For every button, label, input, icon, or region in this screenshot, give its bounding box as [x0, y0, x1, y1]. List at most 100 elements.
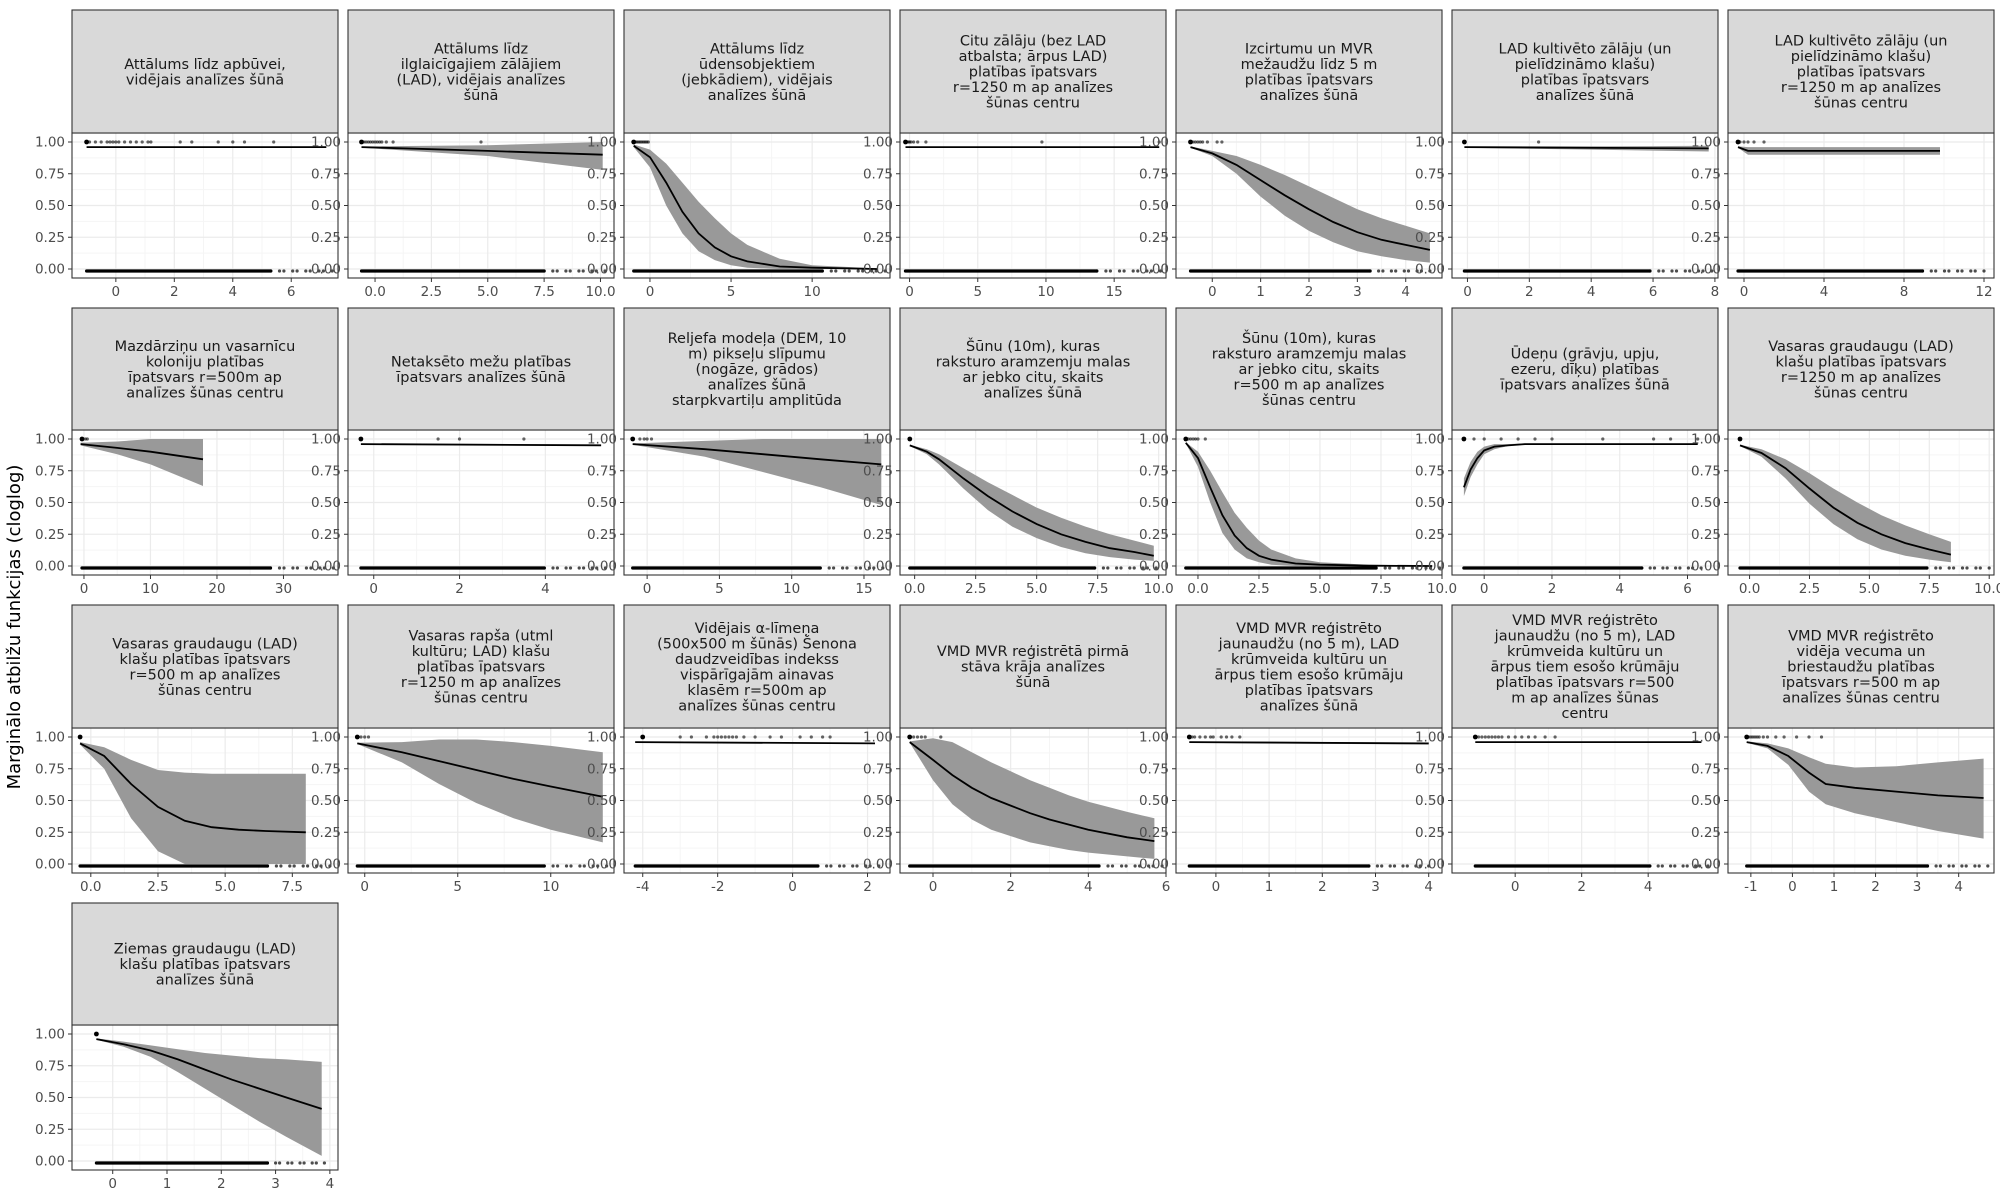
facet-panel: Ūdeņu (grāvju, upju,ezeru, dīķu) platība… [1415, 307, 1719, 597]
absence-point [278, 1161, 282, 1165]
strip-label: analīzes šūnā [1536, 88, 1635, 104]
strip-label: ar jebko citu, skaits [963, 370, 1104, 386]
absence-point [1147, 864, 1151, 868]
presence-point [642, 437, 646, 441]
absence-point [1131, 269, 1135, 273]
strip-background [1175, 9, 1443, 134]
strip-label: īpatsvars r=500m ap [127, 370, 282, 386]
y-tick-label: 0.75 [35, 761, 65, 777]
presence-point [727, 735, 731, 739]
absence-point [595, 566, 599, 570]
absence-point [279, 864, 283, 868]
presence-point [111, 140, 115, 144]
y-tick-label: 0.75 [311, 463, 341, 479]
x-tick-label: 0 [1463, 284, 1472, 300]
strip-label: Vasaras graudaugu (LAD) [1768, 339, 1953, 355]
presence-point [1516, 437, 1520, 441]
presence-point [358, 436, 364, 442]
y-tick-label: 0.25 [35, 825, 65, 841]
y-tick-label: 1.00 [863, 730, 893, 746]
presence-point [1191, 140, 1195, 144]
absence-point [1977, 864, 1981, 868]
y-tick-label: 0.50 [587, 793, 617, 809]
absence-point [1952, 566, 1956, 570]
absence-point [330, 269, 334, 273]
presence-point [114, 140, 118, 144]
absence-point [1405, 864, 1409, 868]
x-tick-label: 2 [863, 879, 872, 895]
strip-label: stāva krāja analīzes [961, 660, 1105, 676]
y-tick-label: 1.00 [1139, 432, 1169, 448]
strip-label: šūnas centru [1262, 393, 1356, 409]
absence-point [1388, 566, 1392, 570]
facet-panel: Vasaras graudaugu (LAD)klašu platības īp… [1691, 307, 2000, 597]
x-tick-label: 30 [275, 581, 292, 597]
response-line [360, 443, 602, 447]
y-axis-title: Marginālo atbilžu funkcijas (cloglog) [4, 465, 25, 790]
absence-point [1699, 566, 1703, 570]
strip-label: klasēm r=500m ap [687, 683, 826, 699]
absence-point [1093, 566, 1097, 570]
absence-point [564, 864, 569, 868]
x-tick-label: 7.5 [1919, 581, 1940, 597]
x-tick-label: 2.5 [1248, 581, 1269, 597]
absence-point [1427, 864, 1431, 868]
absence-point [1929, 269, 1933, 273]
strip-background [899, 604, 1167, 729]
strip-label: centru [1562, 706, 1609, 722]
strip-background [1451, 9, 1719, 134]
y-tick-label: 0.25 [1139, 825, 1169, 841]
absence-point [1419, 269, 1423, 273]
absence-point [582, 566, 586, 570]
presence-point [1490, 735, 1494, 739]
y-tick-label: 0.75 [1691, 463, 1721, 479]
y-tick-label: 0.50 [35, 198, 65, 214]
x-tick-label: 0.0 [364, 284, 385, 300]
strip-label: šūnas centru [1814, 96, 1908, 112]
presence-point [1819, 735, 1824, 739]
plot-content [1462, 139, 1714, 273]
x-tick-label: 0 [1212, 879, 1221, 895]
absence-point [1367, 864, 1371, 868]
x-tick-label: 0 [1511, 879, 1520, 895]
absence-point [304, 269, 308, 273]
presence-point [1472, 437, 1476, 441]
strip-label: pielīdzināmo klašu) [1791, 49, 1931, 65]
strip-label: LAD kultivēto zālāju (un [1499, 41, 1672, 57]
plot-content [907, 436, 1158, 570]
plot-content [630, 436, 885, 570]
strip-label: Šūnu (10m), kuras [966, 337, 1100, 355]
strip-background [1451, 307, 1719, 431]
y-tick-label: 0.00 [35, 857, 65, 873]
y-tick-label: 1.00 [1139, 730, 1169, 746]
y-tick-label: 0.25 [587, 527, 617, 543]
y-tick-label: 0.00 [587, 559, 617, 575]
x-tick-label: 0 [929, 879, 938, 895]
y-tick-label: 1.00 [35, 1027, 65, 1043]
y-tick-label: 0.00 [311, 262, 341, 278]
presence-point [85, 437, 89, 441]
presence-point [178, 140, 182, 144]
absence-point [870, 269, 874, 273]
y-tick-label: 0.50 [1139, 793, 1169, 809]
x-tick-label: 6 [1162, 879, 1171, 895]
y-tick-label: 0.50 [1691, 198, 1721, 214]
presence-point [93, 140, 97, 144]
x-tick-label: 0 [112, 284, 121, 300]
y-tick-label: 0.00 [863, 559, 893, 575]
response-line [1746, 741, 1984, 799]
absence-point [314, 1161, 318, 1165]
strip-label: ārpus tiem esošo krūmāju [1215, 667, 1404, 683]
confidence-ribbon [1746, 741, 1984, 839]
absence-point [825, 864, 829, 868]
x-tick-label: 5 [727, 284, 736, 300]
x-tick-label: 0 [80, 581, 89, 597]
absence-point [590, 566, 594, 570]
plot-content [1183, 436, 1442, 570]
x-tick-label: 4 [1644, 879, 1653, 895]
presence-point [140, 140, 144, 144]
plot-content [907, 734, 1164, 868]
presence-point [916, 140, 920, 144]
absence-point [838, 864, 842, 868]
x-tick-label: 3 [1371, 879, 1380, 895]
